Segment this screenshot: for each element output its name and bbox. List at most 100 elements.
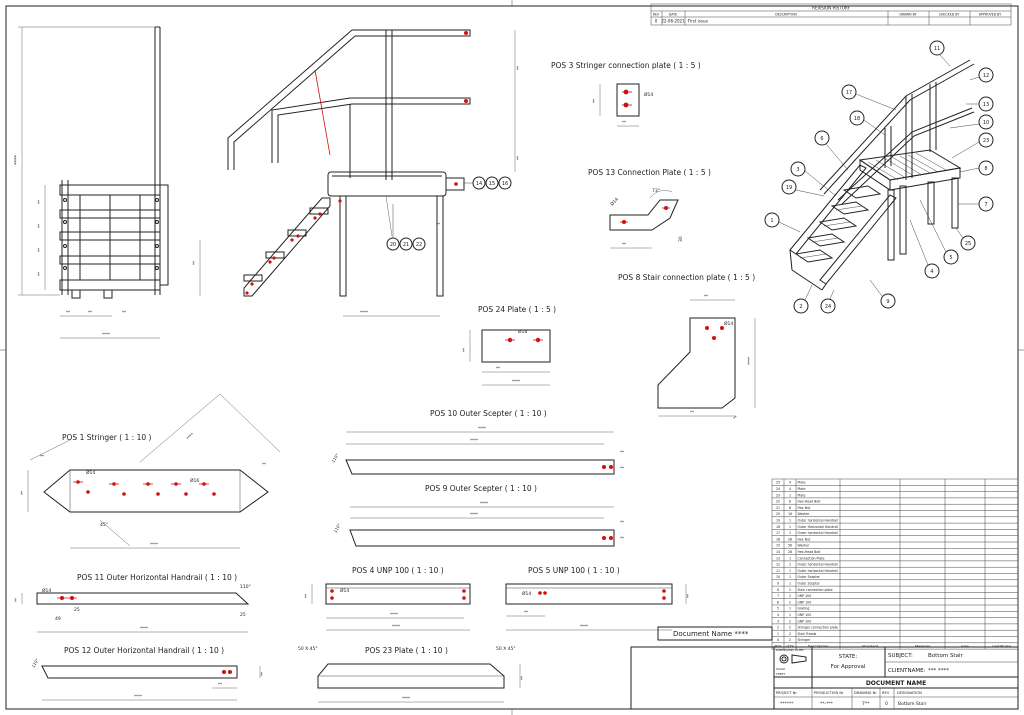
pos1-dim-a: **	[40, 454, 44, 459]
bom-cell: Outer Horizontal Handrail	[798, 525, 839, 529]
rev-h-desc: DESCRIPTION	[775, 13, 797, 17]
bom-cell: Outer horizontal Handrail	[798, 519, 839, 523]
iso-balloon-17: 17	[846, 90, 852, 96]
pos3-dim-w: **	[622, 120, 626, 125]
bom-cell: 16	[776, 537, 780, 541]
bom-cell: 1	[789, 531, 791, 535]
rev-row-date: 22-06-2021	[661, 19, 685, 24]
balloon-14: 14	[476, 181, 482, 187]
bom-cell: Hex Nut	[798, 506, 812, 510]
bom-cell: 1	[789, 519, 791, 523]
view-pos4: POS 4 UNP 100 ( 1 : 10 ) Ø14 ** **** ***…	[304, 566, 471, 631]
bom-cell: 2	[777, 626, 779, 630]
bom-cell: 2	[789, 619, 791, 623]
pos10-dim-end: **	[620, 450, 624, 455]
bom-cell: 24	[776, 487, 780, 491]
pos9-dim-end2: **	[620, 536, 624, 541]
view-pos24: POS 24 Plate ( 1 : 5 ) Ø18 ** ** ****	[462, 305, 556, 386]
bom-cell: 1	[789, 569, 791, 573]
bom-cell: UNP 100	[798, 613, 812, 617]
bom-cell: 12	[776, 563, 780, 567]
iso-balloon-6: 6	[820, 136, 823, 142]
bom-cell: 4	[777, 613, 779, 617]
pos8-dim-hole: Ø14	[724, 320, 733, 327]
pos3-dim-hole: Ø14	[644, 91, 653, 98]
dim-side-d: **	[37, 272, 42, 276]
bom-cell: 15	[776, 544, 780, 548]
bom-cell: 6	[777, 600, 779, 604]
dim-front-width: ****	[360, 310, 368, 315]
bom-cell: 8	[789, 500, 791, 504]
view-pos5: POS 5 UNP 100 ( 1 : 10 ) Ø14 ** **** **	[505, 566, 691, 631]
pos4-title: POS 4 UNP 100 ( 1 : 10 )	[352, 566, 444, 575]
iso-balloon-13: 13	[983, 102, 989, 108]
bom-cell: 2	[789, 632, 791, 636]
balloon-21: 21	[403, 242, 409, 248]
bom-cell: 2	[789, 594, 791, 598]
pos24-dim-w: ****	[512, 379, 520, 384]
logo-line-2: SCALE	[776, 667, 785, 671]
bom-cell: 14	[776, 550, 780, 554]
proj-v-drawing: 7**	[862, 701, 870, 707]
balloon-15: 15	[489, 181, 495, 187]
pos11-dim-angle: 110°	[240, 584, 251, 590]
bom-cell: 5	[777, 607, 779, 611]
pos4-dim-h: **	[304, 594, 309, 598]
document-name-label: Document Name ****	[673, 630, 749, 638]
balloon-22: 22	[416, 242, 422, 248]
bom-cell: 23	[776, 493, 780, 497]
bom-cell: 1	[789, 525, 791, 529]
proj-v-designation: Bottom Stair	[898, 701, 927, 707]
side-elevation-view: **** ** ** ** ** ** ** ** ****	[14, 26, 169, 339]
view-pos8: POS 8 Stair connection plate ( 1 : 5 ) Ø…	[618, 273, 756, 421]
bom-cell: Plate	[798, 481, 806, 485]
dim-side-width: ****	[102, 332, 110, 337]
bom-cell: 19	[776, 519, 780, 523]
bom-cell: 1	[789, 582, 791, 586]
proj-v-rev: 0	[885, 701, 888, 707]
balloon-20: 20	[390, 242, 396, 248]
iso-balloon-5: 5	[949, 255, 952, 261]
bom-cell: Stringer	[798, 638, 811, 642]
pos11-dim-49: 49	[55, 616, 61, 622]
iso-balloon-11: 11	[934, 46, 940, 52]
pos5-dim-h: **	[686, 594, 691, 598]
iso-balloon-25: 25	[965, 241, 971, 247]
pos13-dim-angle: 73°	[652, 188, 660, 194]
pos4-dim-hole: Ø14	[340, 587, 349, 594]
front-elevation-view: ** ** ** **** ** 14 15 16 20 21 22	[192, 29, 521, 317]
pos9-dim-angle: 110°	[333, 523, 342, 534]
iso-balloon-9: 9	[886, 299, 889, 305]
pos1-dim-angle: 45°	[100, 522, 108, 528]
pos10-dim-angle: 110°	[331, 453, 340, 464]
dim-side-e: **	[66, 310, 70, 315]
bom-cell: 2	[789, 626, 791, 630]
logo-line-3: SHEET	[776, 672, 785, 676]
bom-cell: 16	[788, 512, 792, 516]
bom-cell: Washer	[798, 544, 811, 548]
pos12-dim-len: ****	[134, 694, 142, 699]
iso-balloon-12: 12	[983, 73, 989, 79]
proj-v-project: ******	[780, 701, 794, 707]
bom-cell: Stair Treads	[798, 632, 817, 636]
bom-cell: 28	[788, 537, 792, 541]
pos1-dim-len: ****	[150, 542, 158, 547]
client-label: CLIENTNAME:	[888, 668, 926, 674]
rev-h-rev: REV	[653, 13, 660, 17]
dim-front-c: **	[192, 261, 197, 265]
bom-cell: 25	[776, 481, 780, 485]
pos8-dim-w: **	[690, 410, 694, 415]
pos4-dim-holes: ****	[390, 612, 398, 617]
view-pos1: POS 1 Stringer ( 1 : 10 ) Ø14 Ø16 ** ***…	[20, 393, 281, 549]
iso-balloon-23: 23	[983, 138, 989, 144]
view-pos13: POS 13 Connection Plate ( 1 : 5 ) Ø14 73…	[588, 168, 711, 249]
bom-cell: 21	[776, 506, 780, 510]
bom-cell: Hex-Head Bolt	[798, 500, 822, 504]
balloon-group-low: 20 21 22	[386, 204, 426, 251]
pos10-dim-hole: ****	[470, 438, 478, 443]
balloon-16: 16	[502, 181, 508, 187]
bom-cell: 4	[789, 487, 791, 491]
iso-balloon-2: 2	[799, 304, 802, 310]
iso-balloon-3: 3	[796, 167, 799, 173]
